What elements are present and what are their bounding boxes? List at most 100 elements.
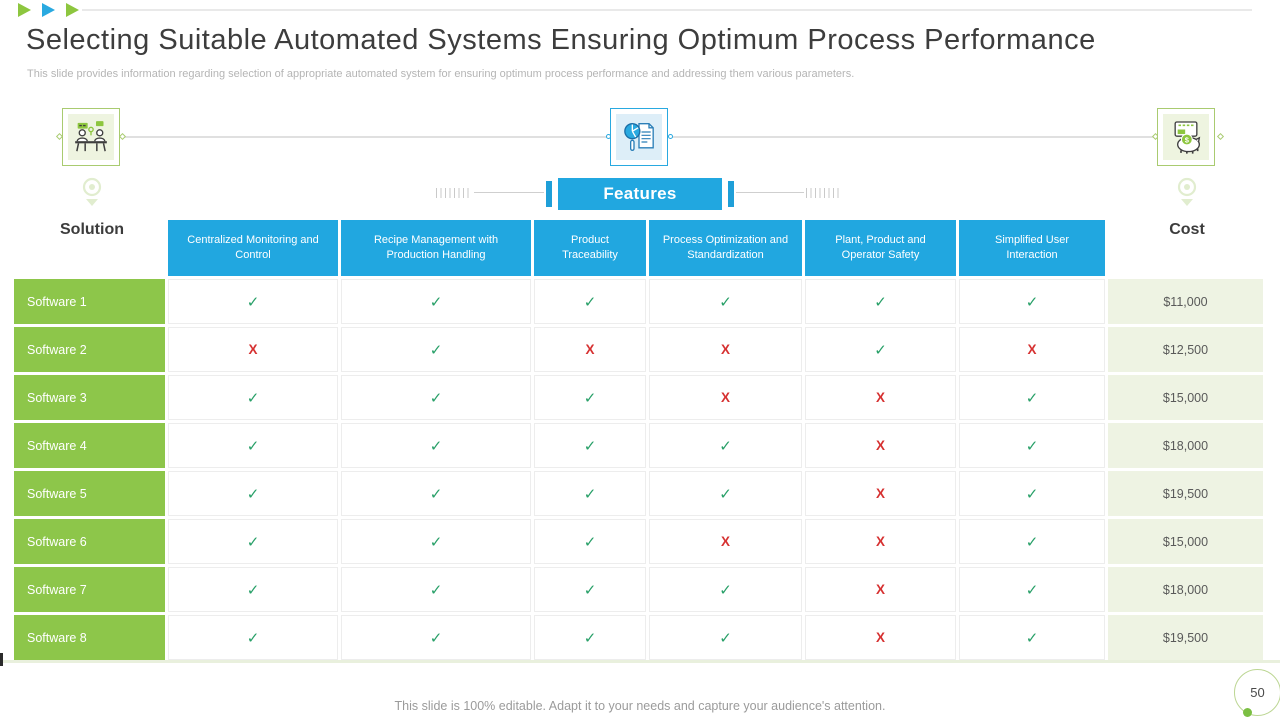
feature-check-cell: ✓ — [959, 615, 1105, 660]
banner-line — [474, 192, 544, 193]
software-row-label: Software 6 — [14, 519, 165, 564]
feature-check-cell: ✓ — [168, 567, 338, 612]
connector-dot — [668, 134, 673, 139]
feature-column-header: Product Traceability — [534, 220, 646, 276]
cost-cell: $18,000 — [1108, 423, 1263, 468]
pin-arrow-icon — [82, 177, 102, 206]
connector-diamond — [1216, 132, 1225, 141]
feature-check-cell: ✓ — [341, 327, 531, 372]
feature-check-cell: ✓ — [959, 471, 1105, 516]
feature-check-cell: ✓ — [168, 471, 338, 516]
feature-x-cell: X — [805, 567, 956, 612]
bottom-divider — [0, 660, 1280, 663]
cost-cell: $12,500 — [1108, 327, 1263, 372]
feature-check-cell: ✓ — [341, 279, 531, 324]
feature-x-cell: X — [805, 519, 956, 564]
feature-x-cell: X — [805, 615, 956, 660]
triangle-arrow-icon — [66, 3, 79, 17]
feature-column-header: Recipe Management with Production Handli… — [341, 220, 531, 276]
footer-note: This slide is 100% editable. Adapt it to… — [394, 699, 886, 713]
software-row-label: Software 5 — [14, 471, 165, 516]
meeting-discussion-icon — [75, 121, 107, 152]
page-title: Selecting Suitable Automated Systems Ens… — [26, 24, 1096, 56]
feature-check-cell: ✓ — [534, 279, 646, 324]
edge-mark — [0, 653, 3, 666]
cost-cell: $19,500 — [1108, 471, 1263, 516]
feature-check-cell: ✓ — [959, 279, 1105, 324]
feature-check-cell: ✓ — [168, 423, 338, 468]
svg-text:$: $ — [1185, 135, 1190, 144]
cost-icon-box: $ — [1157, 108, 1215, 166]
feature-column-header: Plant, Product and Operator Safety — [805, 220, 956, 276]
cost-cell: $15,000 — [1108, 519, 1263, 564]
feature-check-cell: ✓ — [168, 375, 338, 420]
connector-line — [122, 136, 609, 138]
feature-x-cell: X — [805, 423, 956, 468]
feature-check-cell: ✓ — [168, 279, 338, 324]
cost-cell: $11,000 — [1108, 279, 1263, 324]
header-spacer — [1108, 220, 1263, 276]
software-row-label: Software 3 — [14, 375, 165, 420]
piggy-bank-savings-icon: $ — [1174, 121, 1201, 154]
feature-check-cell: ✓ — [534, 423, 646, 468]
page-subtitle: This slide provides information regardin… — [27, 68, 855, 80]
feature-check-cell: ✓ — [341, 519, 531, 564]
ruler-ticks — [806, 188, 842, 198]
banner-end-bar — [546, 181, 552, 207]
feature-check-cell: ✓ — [649, 471, 802, 516]
feature-check-cell: ✓ — [168, 615, 338, 660]
feature-check-cell: ✓ — [341, 375, 531, 420]
software-row-label: Software 1 — [14, 279, 165, 324]
feature-x-cell: X — [534, 327, 646, 372]
software-row-label: Software 4 — [14, 423, 165, 468]
page-number: 50 — [1250, 685, 1265, 700]
feature-check-cell: ✓ — [959, 423, 1105, 468]
triangle-arrow-icon — [42, 3, 55, 17]
document-analysis-icon — [624, 122, 654, 151]
feature-check-cell: ✓ — [341, 471, 531, 516]
solution-label: Solution — [60, 221, 124, 238]
header-spacer — [14, 220, 165, 276]
cost-cell: $15,000 — [1108, 375, 1263, 420]
cost-label: Cost — [1169, 221, 1205, 238]
software-row-label: Software 2 — [14, 327, 165, 372]
top-divider-line — [82, 9, 1252, 11]
feature-check-cell: ✓ — [649, 423, 802, 468]
solution-icon-box — [62, 108, 120, 166]
feature-x-cell: X — [168, 327, 338, 372]
banner-line — [736, 192, 804, 193]
feature-check-cell: ✓ — [959, 567, 1105, 612]
page-badge-dot — [1243, 708, 1252, 717]
feature-check-cell: ✓ — [168, 519, 338, 564]
feature-x-cell: X — [959, 327, 1105, 372]
features-banner: Features — [558, 178, 722, 210]
page-number-badge: 50 — [1234, 669, 1280, 717]
feature-x-cell: X — [805, 471, 956, 516]
banner-end-bar — [728, 181, 734, 207]
triangle-arrow-icon — [18, 3, 31, 17]
connector-diamond — [118, 132, 127, 141]
feature-check-cell: ✓ — [649, 615, 802, 660]
feature-x-cell: X — [805, 375, 956, 420]
feature-x-cell: X — [649, 375, 802, 420]
feature-check-cell: ✓ — [959, 519, 1105, 564]
feature-check-cell: ✓ — [534, 471, 646, 516]
connector-line — [670, 136, 1156, 138]
feature-check-cell: ✓ — [534, 375, 646, 420]
ruler-ticks — [436, 188, 472, 198]
feature-column-header: Process Optimization and Standardization — [649, 220, 802, 276]
feature-check-cell: ✓ — [805, 279, 956, 324]
feature-x-cell: X — [649, 327, 802, 372]
feature-check-cell: ✓ — [959, 375, 1105, 420]
pin-arrow-icon — [1177, 177, 1197, 206]
feature-x-cell: X — [649, 519, 802, 564]
feature-check-cell: ✓ — [534, 615, 646, 660]
feature-check-cell: ✓ — [534, 519, 646, 564]
feature-check-cell: ✓ — [649, 279, 802, 324]
cost-cell: $19,500 — [1108, 615, 1263, 660]
feature-column-header: Centralized Monitoring and Control — [168, 220, 338, 276]
feature-check-cell: ✓ — [649, 567, 802, 612]
software-row-label: Software 8 — [14, 615, 165, 660]
